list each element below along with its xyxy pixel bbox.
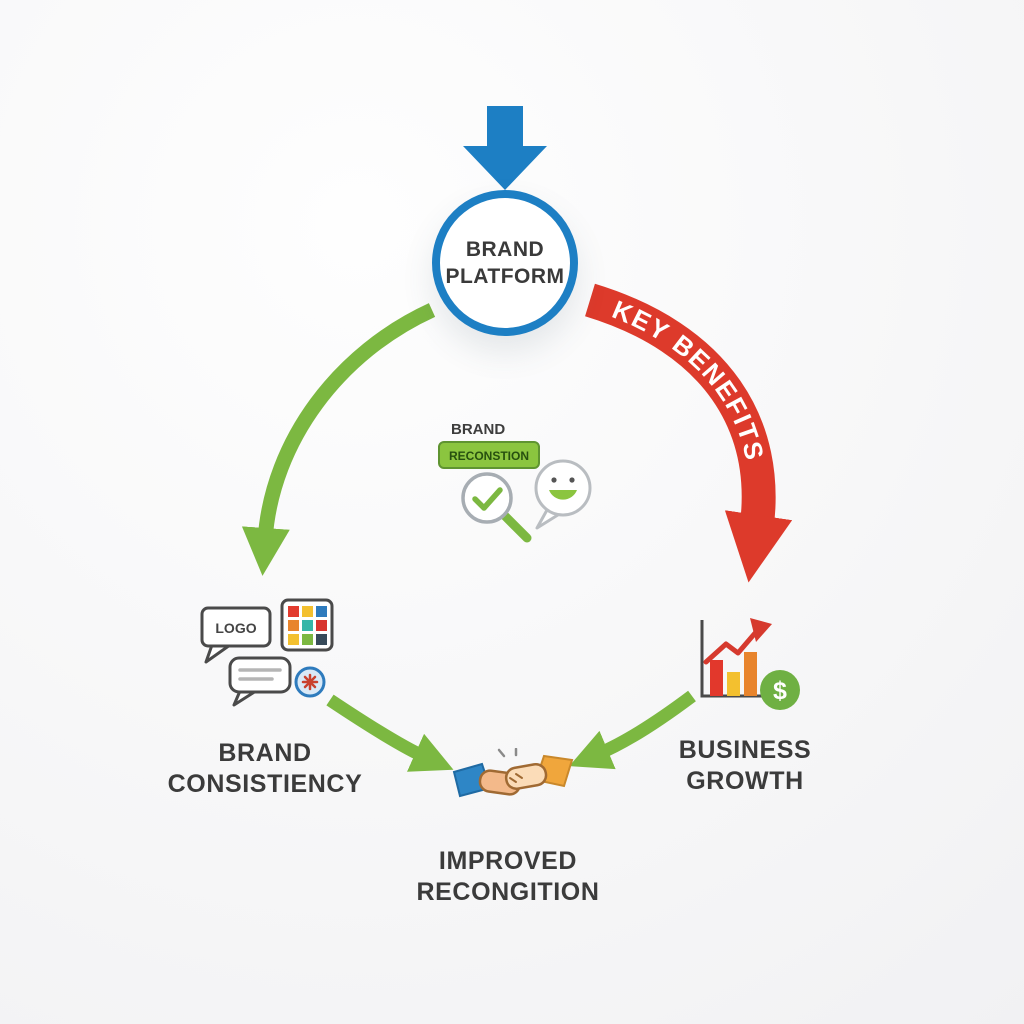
handshake-finger-lines-icon xyxy=(509,773,523,783)
smiley-smile-icon xyxy=(549,490,577,500)
trend-arrow-head-icon xyxy=(750,618,772,642)
brand-platform-label-line1: BRAND xyxy=(465,237,545,261)
bar-orange-icon xyxy=(744,652,757,696)
smiley-eye-right-icon xyxy=(569,477,575,483)
bar-red-icon xyxy=(710,660,723,696)
logo-bubble-icon xyxy=(200,606,272,648)
dollar-coin-icon xyxy=(760,670,800,710)
handshake-motion-lines-icon xyxy=(497,748,518,758)
smiley-bubble-icon xyxy=(534,459,592,517)
badge-asterisk-icon xyxy=(301,673,319,691)
brand-consistency-caption: BRAND CONSISTIENCY xyxy=(128,738,402,799)
magnifier-handle-icon xyxy=(500,511,532,543)
improved-recognition-caption-line1: IMPROVED xyxy=(438,847,578,875)
bar-yellow-icon xyxy=(727,672,740,696)
key-benefits-arc-icon xyxy=(584,283,793,583)
arrow-growth-to-recognition-icon xyxy=(569,690,696,770)
recognition-badge-text: RECONSTION xyxy=(449,449,529,463)
brand-platform-label-line2: PLATFORM xyxy=(445,265,565,288)
center-brand-text: BRAND xyxy=(451,421,505,438)
business-growth-caption: BUSINESS GROWTH xyxy=(622,735,868,796)
business-growth-icon: $ xyxy=(700,618,800,710)
trend-arrow-line-icon xyxy=(703,629,759,665)
logo-bubble-text: LOGO xyxy=(215,620,256,636)
right-hand-icon xyxy=(504,763,548,790)
top-entry-arrow-icon xyxy=(463,106,547,190)
chart-axes-icon xyxy=(700,620,764,698)
smiley-eye-left-icon xyxy=(551,477,557,483)
key-benefits-label: KEY BENEFITS xyxy=(608,294,768,465)
brand-platform-node: BRAND PLATFORM xyxy=(432,190,578,336)
arrow-consistency-to-recognition-icon xyxy=(326,694,454,772)
check-mark-icon xyxy=(472,487,503,511)
message-bubble-icon xyxy=(228,656,292,694)
dollar-sign-text: $ xyxy=(773,677,787,705)
recognition-badge xyxy=(438,441,540,469)
key-benefits-arc-text: KEY BENEFITS xyxy=(608,294,770,465)
improved-recognition-caption: IMPROVED RECONGITION xyxy=(376,846,640,907)
brand-recognition-center-icon: BRAND RECONSTION xyxy=(438,421,592,543)
brand-consistency-caption-line1: BRAND xyxy=(218,739,312,767)
improved-recognition-caption-line2: RECONGITION xyxy=(416,877,600,906)
brand-consistency-icon: LOGO xyxy=(200,598,334,707)
brand-consistency-caption-line2: CONSISTIENCY xyxy=(167,769,363,798)
magnifier-lens-icon xyxy=(461,472,513,524)
handshake-icon xyxy=(452,748,574,798)
business-growth-caption-line1: BUSINESS xyxy=(678,736,812,764)
logo-bubble-tail-icon xyxy=(204,643,232,664)
color-swatches-icon xyxy=(288,606,327,645)
business-growth-caption-line2: GROWTH xyxy=(686,766,804,795)
arc-to-brand-consistency-icon xyxy=(241,303,436,576)
